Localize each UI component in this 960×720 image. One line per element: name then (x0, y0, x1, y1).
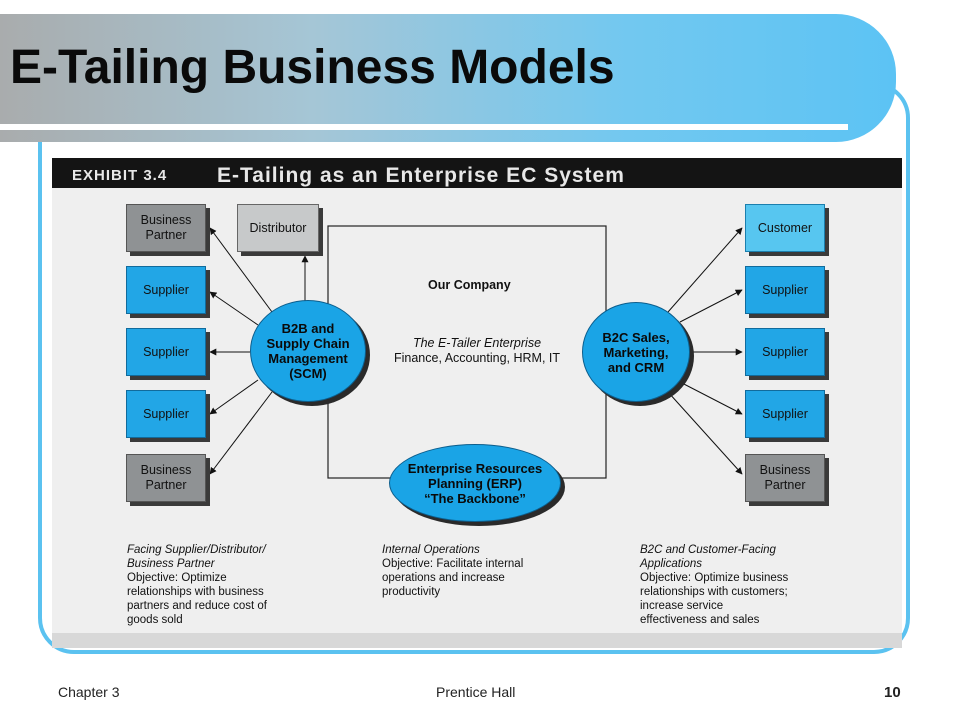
arrow-b2c-customer (667, 227, 743, 313)
arrow-b2b-supplier-3 (209, 379, 259, 415)
caption-right-heading: B2C and Customer-Facing Applications (640, 544, 776, 570)
slide-title: E-Tailing Business Models (10, 41, 615, 94)
arrow-b2c-supplier-3 (679, 381, 743, 415)
right-box-supplier-2: Supplier (745, 328, 825, 376)
exhibit-header (52, 158, 902, 188)
caption-middle: Internal Operations Objective: Facilitat… (382, 543, 523, 599)
left-box-business-partner-bottom: Business Partner (126, 454, 206, 502)
exhibit-title: E-Tailing as an Enterprise EC System (217, 164, 625, 187)
right-box-customer: Customer (745, 204, 825, 252)
b2c-crm-hub: B2C Sales, Marketing, and CRM (582, 302, 690, 402)
footer-chapter: Chapter 3 (58, 684, 120, 700)
title-underline (0, 124, 848, 130)
caption-right: B2C and Customer-Facing Applications Obj… (640, 543, 788, 627)
arrow-b2c-supplier-1 (679, 289, 743, 323)
right-box-business-partner: Business Partner (745, 454, 825, 502)
caption-right-body: Objective: Optimize business relationshi… (640, 572, 789, 626)
b2b-scm-hub: B2B and Supply Chain Management (SCM) (250, 300, 366, 402)
left-box-supplier-3: Supplier (126, 390, 206, 438)
right-box-supplier-3: Supplier (745, 390, 825, 438)
left-box-business-partner-top: Business Partner (126, 204, 206, 252)
title-bar (0, 14, 896, 142)
arrow-b2b-partner-bottom (209, 391, 273, 475)
left-box-supplier-1: Supplier (126, 266, 206, 314)
erp-backbone-hub: Enterprise Resources Planning (ERP) “The… (389, 444, 561, 522)
caption-left-body: Objective: Optimize relationships with b… (127, 572, 267, 626)
enterprise-functions-label: Finance, Accounting, HRM, IT (393, 351, 561, 365)
caption-left: Facing Supplier/Distributor/ Business Pa… (127, 543, 267, 627)
footer-page-number: 10 (884, 684, 901, 701)
arrow-b2b-partner-top (209, 227, 273, 313)
caption-left-heading: Facing Supplier/Distributor/ Business Pa… (127, 544, 266, 570)
distributor-box: Distributor (237, 204, 319, 252)
exhibit-bottom-strip (52, 633, 902, 648)
enterprise-label: The E-Tailer Enterprise (412, 336, 542, 350)
arrow-b2b-supplier-1 (209, 291, 259, 326)
exhibit-number: EXHIBIT 3.4 (72, 167, 168, 184)
footer-publisher: Prentice Hall (436, 684, 516, 700)
arrow-b2c-partner (667, 391, 743, 475)
left-box-supplier-2: Supplier (126, 328, 206, 376)
our-company-label: Our Company (428, 278, 511, 292)
caption-middle-heading: Internal Operations (382, 544, 480, 556)
caption-middle-body: Objective: Facilitate internal operation… (382, 558, 524, 598)
right-box-supplier-1: Supplier (745, 266, 825, 314)
